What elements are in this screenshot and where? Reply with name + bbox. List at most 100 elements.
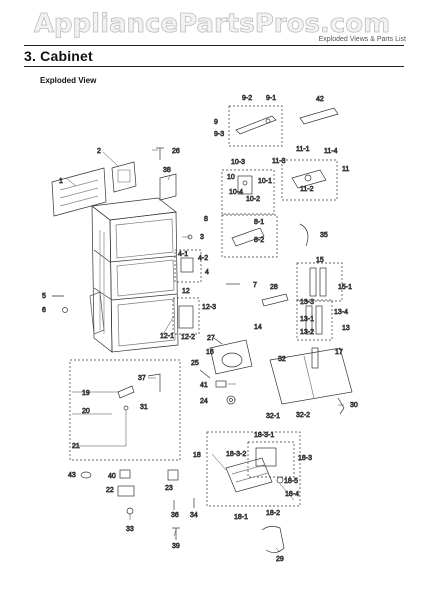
callout-32-2: 32-2 bbox=[296, 412, 310, 419]
callout-9: 9 bbox=[214, 119, 218, 126]
callout-26: 26 bbox=[172, 148, 180, 155]
callout-41: 41 bbox=[200, 382, 208, 389]
group-box-18-3 bbox=[247, 441, 295, 478]
callout-8-2: 8-2 bbox=[254, 237, 264, 244]
callout-8: 8 bbox=[204, 216, 208, 223]
watermark-text: AppliancePartsPros.com bbox=[34, 9, 390, 39]
callout-19: 19 bbox=[82, 390, 90, 397]
callout-14: 14 bbox=[254, 324, 262, 331]
callout-18-1: 18-1 bbox=[234, 514, 248, 521]
callout-42: 42 bbox=[316, 96, 324, 103]
callout-7: 7 bbox=[253, 282, 257, 289]
callout-10: 10 bbox=[227, 174, 235, 181]
callout-13: 13 bbox=[342, 325, 350, 332]
callout-18-2: 18-2 bbox=[266, 510, 280, 517]
callout-3: 3 bbox=[200, 234, 204, 241]
callout-5: 5 bbox=[42, 293, 46, 300]
callout-1: 1 bbox=[59, 178, 63, 185]
group-box-18 bbox=[206, 431, 301, 507]
group-box-12 bbox=[172, 297, 200, 335]
callout-11-1: 11-1 bbox=[296, 146, 310, 153]
callout-28: 28 bbox=[270, 284, 278, 291]
cabinet-body bbox=[89, 197, 179, 353]
callout-37: 37 bbox=[138, 375, 146, 382]
callout-20: 20 bbox=[82, 408, 90, 415]
callout-15-1: 15-1 bbox=[338, 284, 352, 291]
callout-16: 16 bbox=[206, 349, 214, 356]
callout-18-5: 18-5 bbox=[284, 478, 298, 485]
callout-15: 15 bbox=[316, 257, 324, 264]
callout-13-3: 13-3 bbox=[300, 299, 314, 306]
callout-labels: 9-2 9-1 42 9 9-3 26 2 38 1 11-1 11-4 11-… bbox=[42, 95, 359, 564]
callout-32-1: 32-1 bbox=[266, 413, 280, 420]
callout-25: 25 bbox=[191, 360, 199, 367]
callout-9-2: 9-2 bbox=[242, 95, 252, 102]
part-sketches bbox=[52, 107, 353, 553]
callout-39: 39 bbox=[172, 543, 180, 550]
callout-11-2: 11-2 bbox=[300, 186, 314, 193]
callout-18-3: 18-3 bbox=[298, 455, 312, 462]
callout-43: 43 bbox=[68, 472, 76, 479]
group-box-11 bbox=[281, 159, 338, 201]
callout-35: 35 bbox=[320, 232, 328, 239]
group-box-13 bbox=[296, 299, 333, 341]
callout-10-1: 10-1 bbox=[258, 178, 272, 185]
callout-17: 17 bbox=[335, 349, 343, 356]
callout-34: 34 bbox=[190, 512, 198, 519]
callout-8-1: 8-1 bbox=[254, 219, 264, 226]
callout-13-2: 13-2 bbox=[300, 329, 314, 336]
title-rule bbox=[24, 66, 404, 67]
callout-30: 30 bbox=[350, 402, 358, 409]
callout-11-3: 11-3 bbox=[272, 158, 286, 165]
callout-18-3-1: 18-3-1 bbox=[254, 432, 274, 439]
callout-22: 22 bbox=[106, 487, 114, 494]
callout-13-1: 13-1 bbox=[300, 316, 314, 323]
callout-23: 23 bbox=[165, 485, 173, 492]
callout-4-2: 4-2 bbox=[198, 255, 208, 262]
callout-18-4: 18-4 bbox=[285, 491, 299, 498]
callout-10-3: 10-3 bbox=[231, 159, 245, 166]
callout-12-1: 12-1 bbox=[160, 333, 174, 340]
callout-10-2: 10-2 bbox=[246, 196, 260, 203]
callout-12: 12 bbox=[182, 288, 190, 295]
callout-9-3: 9-3 bbox=[214, 131, 224, 138]
callout-29: 29 bbox=[276, 556, 284, 563]
callout-24: 24 bbox=[200, 398, 208, 405]
callout-27: 27 bbox=[207, 335, 215, 342]
callout-38: 38 bbox=[163, 167, 171, 174]
callout-33: 33 bbox=[126, 526, 134, 533]
group-boxes bbox=[69, 105, 343, 507]
callout-6: 6 bbox=[42, 307, 46, 314]
header-caption: Exploded Views & Parts List bbox=[318, 36, 406, 43]
callout-12-3: 12-3 bbox=[202, 304, 216, 311]
leader-lines bbox=[52, 149, 344, 553]
callout-36: 36 bbox=[171, 512, 179, 519]
callout-12-2: 12-2 bbox=[181, 334, 195, 341]
group-box-4 bbox=[174, 249, 202, 283]
callout-4-1: 4-1 bbox=[178, 251, 188, 258]
callout-2: 2 bbox=[97, 148, 101, 155]
callout-11-4: 11-4 bbox=[324, 148, 338, 155]
callout-10-4: 10-4 bbox=[229, 189, 243, 196]
watermark-logo: AppliancePartsPros.com bbox=[33, 9, 390, 40]
callout-11: 11 bbox=[342, 166, 349, 173]
group-box-8 bbox=[221, 214, 278, 258]
callout-21: 21 bbox=[72, 443, 80, 450]
top-rule bbox=[24, 45, 404, 46]
front-panel-parts bbox=[51, 161, 137, 217]
callout-40: 40 bbox=[108, 473, 116, 480]
group-box-10 bbox=[221, 169, 275, 215]
callout-13-4: 13-4 bbox=[334, 309, 348, 316]
group-box-9 bbox=[228, 105, 283, 147]
callout-32: 32 bbox=[278, 356, 286, 363]
watermark: AppliancePartsPros.com bbox=[0, 0, 424, 44]
callout-31: 31 bbox=[140, 404, 148, 411]
callout-18-3-2: 18-3-2 bbox=[226, 451, 246, 458]
exploded-view-subtitle: Exploded View bbox=[40, 76, 97, 85]
group-box-19-21 bbox=[69, 359, 181, 461]
section-title: 3. Cabinet bbox=[24, 48, 93, 64]
callout-4: 4 bbox=[205, 269, 209, 276]
callout-18: 18 bbox=[193, 452, 201, 459]
group-box-15 bbox=[296, 262, 343, 302]
